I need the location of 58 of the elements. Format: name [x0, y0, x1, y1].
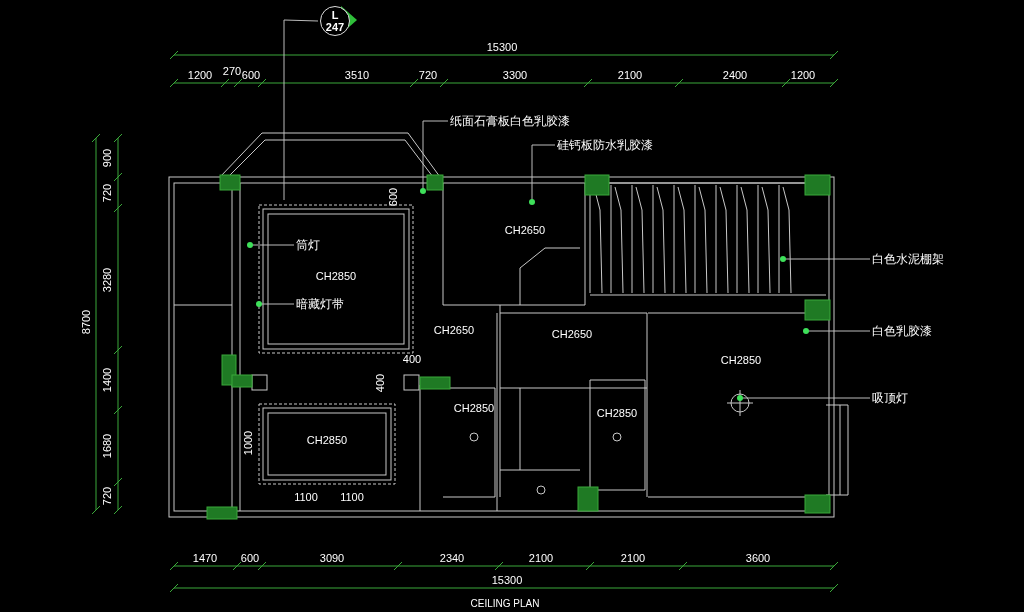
- dimension-label: 2340: [439, 552, 465, 564]
- dimension-label: 8700: [80, 309, 92, 335]
- ceiling-height-label: CH2850: [596, 407, 638, 419]
- dimension-label: 900: [101, 148, 113, 168]
- leader-line: [256, 301, 295, 307]
- dimension-label: 3090: [319, 552, 345, 564]
- dimension-label: 720: [101, 183, 113, 203]
- dimension-label: 600: [241, 69, 261, 81]
- ceiling-height-label: CH2650: [504, 224, 546, 236]
- callout-text: 白色水泥棚架: [872, 252, 944, 266]
- leader-line: [420, 120, 449, 194]
- dimension-label: 2400: [722, 69, 748, 81]
- leader-line: [737, 395, 871, 401]
- dimension-label: 3510: [344, 69, 370, 81]
- dimension-label: 1400: [101, 367, 113, 393]
- callout-text: 纸面石膏板白色乳胶漆: [450, 114, 570, 128]
- callout-text: 暗藏灯带: [296, 297, 344, 311]
- leader-line: [529, 144, 556, 205]
- dimension-label: 270: [222, 65, 242, 77]
- dimension-label: 3300: [502, 69, 528, 81]
- dimension-label: 1200: [187, 69, 213, 81]
- callout-text: 筒灯: [296, 238, 320, 252]
- ceiling-height-label: CH2650: [433, 324, 475, 336]
- callout-text: 硅钙板防水乳胶漆: [557, 138, 653, 152]
- leader-line: [283, 19, 319, 201]
- leader-line: [247, 242, 295, 248]
- dimension-label: 3600: [745, 552, 771, 564]
- dimension-label: 1470: [192, 552, 218, 564]
- dimension-label: 1200: [790, 69, 816, 81]
- caption: CEILING PLAN: [470, 598, 540, 609]
- dimension-label: 15300: [486, 41, 518, 53]
- ceiling-height-label: CH2850: [453, 402, 495, 414]
- ceiling-height-label: CH2850: [720, 354, 762, 366]
- ceiling-height-label: CH2850: [306, 434, 348, 446]
- dimension-label: 720: [101, 486, 113, 506]
- dimension-label: 1100: [294, 491, 318, 503]
- ceiling-height-label: CH2650: [551, 328, 593, 340]
- dimension-label: 2100: [528, 552, 554, 564]
- dimension-label: 1680: [101, 433, 113, 459]
- dimension-label: 3280: [101, 267, 113, 293]
- symbol-letter: L: [330, 9, 340, 21]
- callout-text: 白色乳胶漆: [872, 324, 932, 338]
- ceiling-height-label: CH2850: [315, 270, 357, 282]
- leader-line: [803, 328, 871, 334]
- dimension-label: 600: [240, 552, 260, 564]
- section-symbol: [320, 6, 350, 36]
- dimension-label: 15300: [491, 574, 523, 586]
- callout-text: 吸顶灯: [872, 391, 908, 405]
- dimension-label: 400: [374, 373, 386, 393]
- dimension-label: 2100: [620, 552, 646, 564]
- dimension-label: 1000: [242, 430, 254, 456]
- dimension-label: 600: [387, 187, 399, 207]
- dimension-label: 400: [402, 353, 422, 365]
- dimension-label: 720: [418, 69, 438, 81]
- dimension-label: 1100: [340, 491, 364, 503]
- leader-line: [780, 256, 871, 262]
- symbol-number: 247: [324, 21, 346, 33]
- dimension-label: 2100: [617, 69, 643, 81]
